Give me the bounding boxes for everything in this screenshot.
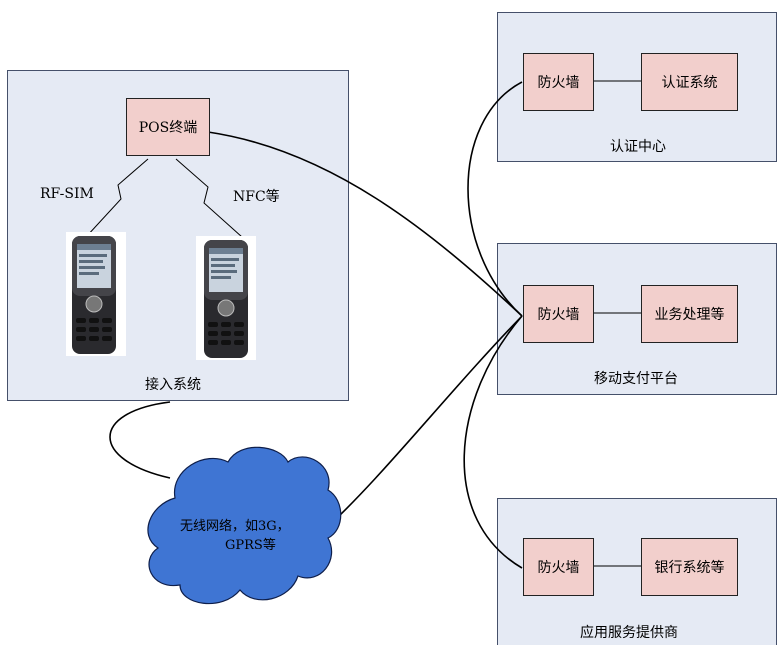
access-system-title: 接入系统 [145, 377, 201, 393]
rf-sim-label: RF-SIM [40, 186, 94, 202]
mobile-phone-image [196, 236, 256, 360]
auth-center-title: 认证中心 [610, 139, 666, 155]
cloud-shape [147, 446, 342, 605]
provider-firewall-label: 防火墙 [537, 560, 580, 576]
auth-system-label: 认证系统 [661, 75, 718, 91]
wireless-network-label-line2: GPRS等 [225, 538, 276, 553]
auth-system-box: 认证系统 [641, 53, 738, 111]
nfc-label: NFC等 [233, 189, 280, 205]
service-provider-title: 应用服务提供商 [580, 625, 678, 641]
wireless-network-label-line1: 无线网络，如3G， [180, 519, 290, 534]
provider-firewall-box: 防火墙 [523, 538, 594, 596]
auth-firewall-label: 防火墙 [537, 75, 580, 91]
pos-terminal-label: POS终端 [138, 120, 198, 136]
pos-terminal-box: POS终端 [126, 98, 210, 156]
mobile-phone-image [66, 232, 126, 356]
business-processing-box: 业务处理等 [641, 285, 738, 343]
payment-firewall-label: 防火墙 [537, 307, 580, 323]
bank-system-label: 银行系统等 [654, 560, 725, 576]
auth-firewall-box: 防火墙 [523, 53, 594, 111]
business-processing-label: 业务处理等 [654, 307, 725, 323]
payment-firewall-box: 防火墙 [523, 285, 594, 343]
payment-platform-title: 移动支付平台 [594, 371, 678, 387]
bank-system-box: 银行系统等 [641, 538, 738, 596]
